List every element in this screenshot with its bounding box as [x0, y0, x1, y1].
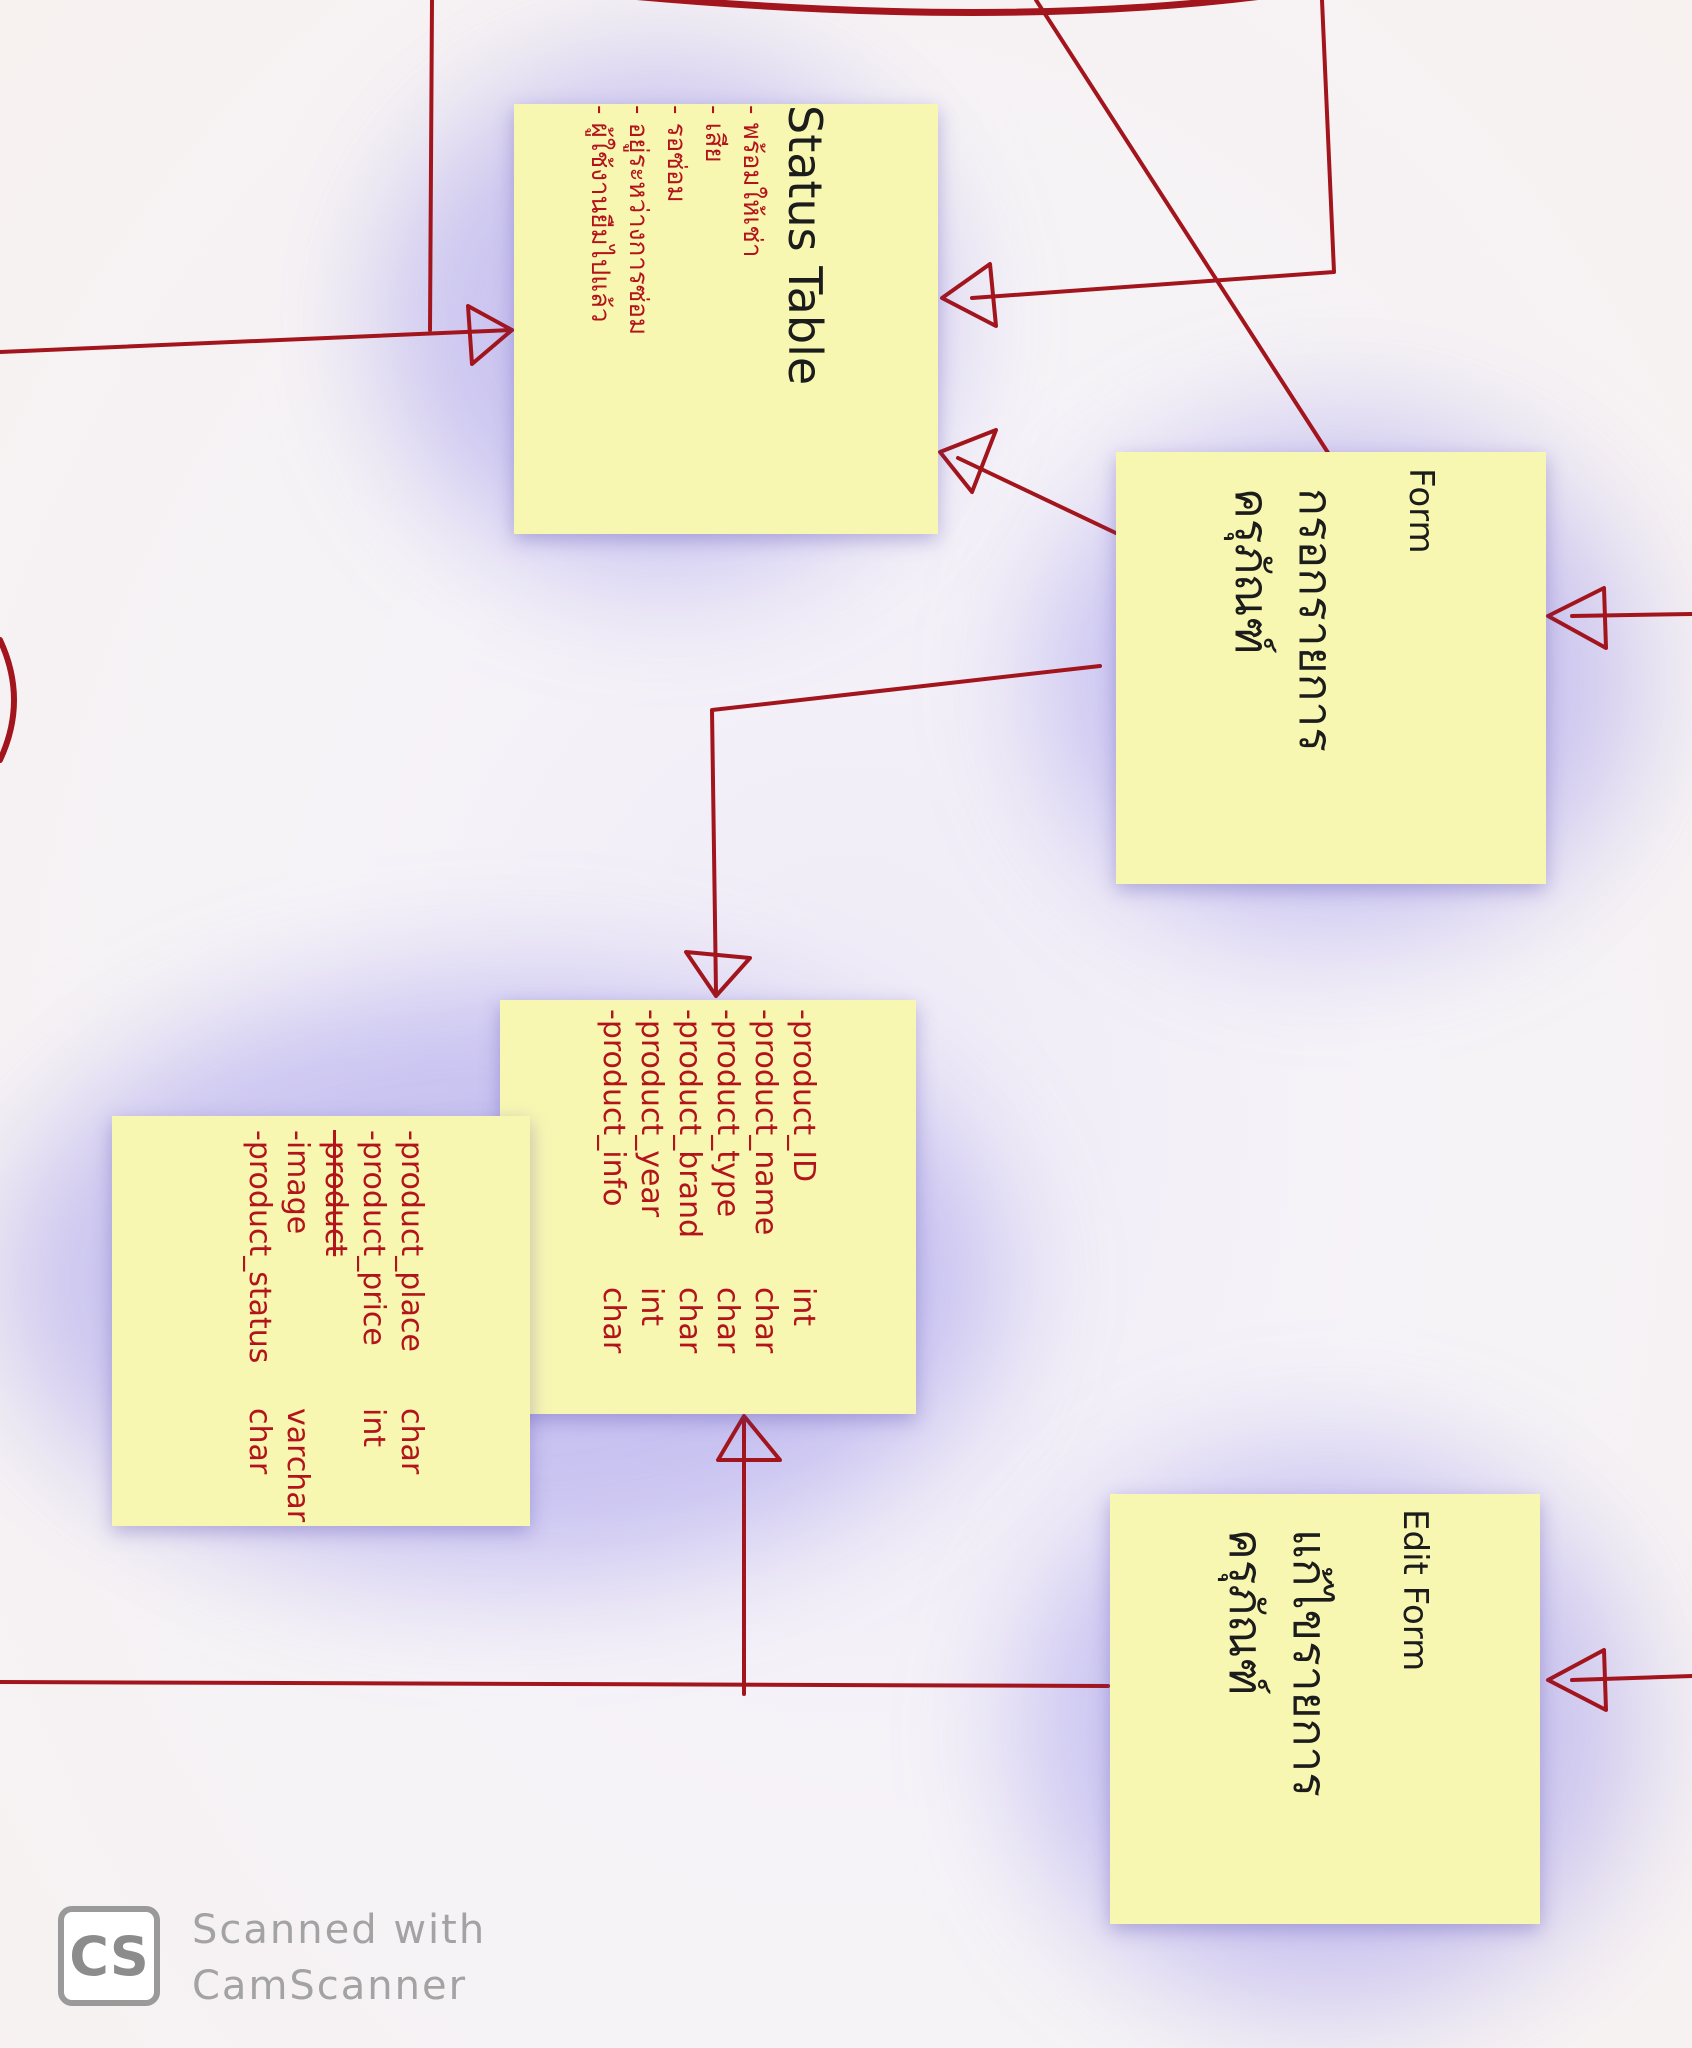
arrowhead-product-bottom	[716, 1414, 782, 1462]
watermark-line2: CamScanner	[192, 1963, 468, 2009]
product-attribute-row: -product_ID int	[784, 1009, 822, 1405]
attribute-name: -product_place	[394, 1130, 429, 1352]
attribute-type: char	[242, 1408, 277, 1475]
form-title-line2: ครุภัณฑ์	[1225, 488, 1279, 655]
attribute-name: -product_status	[242, 1130, 277, 1364]
product-table-content: -product_ID int -product_name char -prod…	[594, 1009, 822, 1405]
status-table-content: Status Table - พร้อมให้เช่า - เสีย - รอซ…	[585, 105, 833, 533]
product-attribute-row: -product_brand char	[670, 1009, 708, 1405]
attribute-name: -product_brand	[672, 1009, 707, 1239]
line-right-to-form	[1570, 612, 1692, 618]
line-right-to-editform	[1570, 1674, 1692, 1682]
attribute-type: int	[786, 1287, 821, 1327]
left-red-edge	[0, 637, 17, 763]
edit-form-type-label: Edit Form	[1395, 1509, 1435, 1672]
attribute-name: -product_ID	[786, 1009, 821, 1183]
product-attribute-row: -product_info char	[594, 1009, 632, 1405]
attribute-name: -product_price	[356, 1130, 391, 1346]
edit-form-title-line1: แก้ไขรายการ	[1283, 1529, 1337, 1797]
form-type-label: Form	[1401, 468, 1441, 554]
status-item: - พร้อมให้เช่า	[737, 105, 767, 258]
status-table-note: Status Table - พร้อมให้เช่า - เสีย - รอซ…	[514, 104, 938, 534]
camscanner-logo-icon: CS	[58, 1906, 160, 2006]
arrowhead-status-left	[466, 304, 514, 366]
product-table-continued-note: -product_place char -product_price int -…	[112, 1116, 530, 1526]
status-item: - ผู้ใช้งานยืมไปแล้ว	[585, 105, 615, 323]
edit-form-note: Edit Form แก้ไขรายการ ครุภัณฑ์	[1110, 1494, 1540, 1924]
form-note: Form กรอกรายการ ครุภัณฑ์	[1116, 452, 1546, 884]
line-left-to-status	[0, 328, 514, 354]
product-attribute-row-struck: -product	[316, 1130, 354, 1516]
camscanner-watermark: Scanned with CamScanner	[192, 1902, 486, 2014]
arrowhead-form	[1546, 586, 1608, 650]
attribute-type: char	[394, 1408, 429, 1475]
watermark-line1: Scanned with	[192, 1907, 487, 1953]
product-attribute-row: -product_status char	[240, 1130, 278, 1516]
attribute-type: char	[672, 1287, 707, 1354]
line-diagonal	[1034, 0, 1336, 464]
status-item: - อยู่ระหว่างการซ่อม	[623, 105, 653, 336]
top-red-edge	[636, 0, 1259, 16]
status-item: - เสีย	[699, 105, 729, 163]
attribute-type: char	[596, 1287, 631, 1354]
arrowhead-editform	[1546, 1648, 1608, 1712]
product-attribute-row: -product_price int	[354, 1130, 392, 1516]
attribute-type: int	[634, 1287, 669, 1327]
attribute-type: varchar	[280, 1408, 315, 1523]
attribute-type: char	[710, 1287, 745, 1354]
product-table-continued-content: -product_place char -product_price int -…	[212, 1126, 430, 1522]
line-right-loop-to-status	[970, 0, 1336, 300]
attribute-name: -product_name	[748, 1009, 783, 1236]
form-content: Form กรอกรายการ ครุภัณฑ์	[1218, 468, 1444, 868]
product-table-note: -product_ID int -product_name char -prod…	[500, 1000, 916, 1414]
attribute-name: -image	[280, 1130, 315, 1235]
arrowhead-status-form	[938, 428, 998, 494]
attribute-type: char	[748, 1287, 783, 1354]
product-attribute-row: -product_name char	[746, 1009, 784, 1405]
product-attribute-row: -product_year int	[632, 1009, 670, 1405]
line-top-to-status	[428, 0, 434, 332]
product-attribute-row: -product_place char	[392, 1130, 430, 1516]
product-attribute-row: -product_type char	[708, 1009, 746, 1405]
attribute-name: -product_info	[596, 1009, 631, 1207]
product-attribute-row: -image varchar	[278, 1130, 316, 1522]
attribute-name: -product_year	[634, 1009, 669, 1218]
edit-form-title-line2: ครุภัณฑ์	[1219, 1529, 1273, 1696]
line-bottom	[0, 1680, 1110, 1688]
attribute-name: -product_type	[710, 1009, 745, 1218]
arrowhead-product-top	[684, 950, 752, 998]
attribute-type: int	[356, 1408, 391, 1448]
line-form-to-product	[710, 664, 1102, 994]
edit-form-content: Edit Form แก้ไขรายการ ครุภัณฑ์	[1212, 1509, 1438, 1909]
line-form-to-status	[956, 456, 1122, 537]
arrowhead-status-right	[940, 262, 998, 328]
form-title-line1: กรอกรายการ	[1289, 488, 1343, 752]
attribute-name-struck: -product	[318, 1130, 353, 1257]
status-item: - รอซ่อม	[661, 105, 691, 203]
status-table-title: Status Table	[778, 105, 832, 386]
